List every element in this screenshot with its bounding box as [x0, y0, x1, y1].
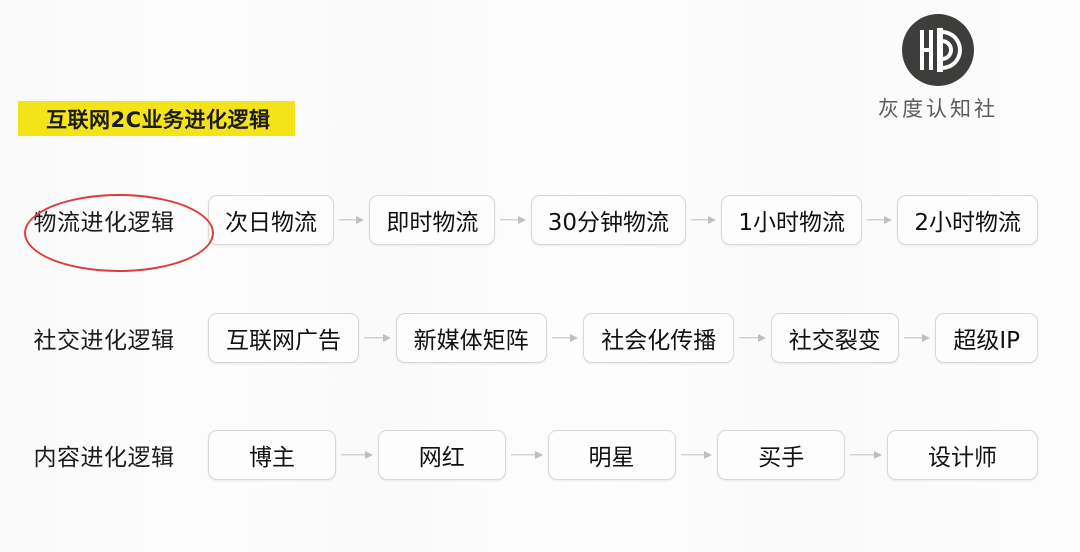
flow-node[interactable]: 次日物流 [208, 195, 334, 245]
arrow-right-icon [510, 450, 543, 460]
row-logistics: 物流进化逻辑 次日物流 即时物流 30分钟物流 1小时物流 2小时物流 [0, 190, 1080, 272]
flow-node[interactable]: 30分钟物流 [530, 195, 686, 245]
logo-mark-icon [902, 14, 974, 86]
page-title: 互联网2C业务进化逻辑 [46, 107, 271, 132]
row-content: 内容进化逻辑 博主 网红 明星 买手 设计师 [0, 425, 1080, 485]
arrow-right-icon [903, 333, 931, 343]
row-label-content: 内容进化逻辑 [0, 438, 208, 472]
row-label-logistics: 物流进化逻辑 [0, 194, 214, 272]
flow-node[interactable]: 社交裂变 [770, 313, 899, 363]
row-label-text: 内容进化逻辑 [33, 445, 175, 471]
flow-node[interactable]: 超级IP [935, 313, 1039, 363]
flow-node[interactable]: 明星 [547, 430, 676, 480]
arrow-right-icon [339, 215, 365, 225]
flow-node[interactable]: 博主 [208, 430, 336, 480]
arrow-right-icon [850, 450, 882, 460]
title-banner: 互联网2C业务进化逻辑 [18, 101, 295, 136]
arrow-right-icon [364, 333, 391, 343]
flow-node[interactable]: 互联网广告 [208, 313, 359, 363]
arrow-right-icon [500, 215, 526, 225]
arrow-right-icon [691, 215, 717, 225]
arrow-right-icon [867, 215, 893, 225]
flow-node[interactable]: 设计师 [887, 430, 1038, 480]
brand-logo: 灰度认知社 [858, 14, 1018, 123]
row-social: 社交进化逻辑 互联网广告 新媒体矩阵 社会化传播 社交裂变 超级IP [0, 308, 1080, 368]
flow-node[interactable]: 1小时物流 [721, 195, 862, 245]
flow-chain-content: 博主 网红 明星 买手 设计师 [208, 430, 1080, 480]
flow-node[interactable]: 2小时物流 [897, 195, 1038, 245]
row-label-social: 社交进化逻辑 [0, 321, 208, 355]
row-label-text: 物流进化逻辑 [33, 210, 175, 236]
flow-chain-social: 互联网广告 新媒体矩阵 社会化传播 社交裂变 超级IP [208, 313, 1080, 363]
flow-node[interactable]: 新媒体矩阵 [395, 313, 547, 363]
flow-node[interactable]: 网红 [377, 430, 506, 480]
row-label-text: 社交进化逻辑 [33, 328, 175, 354]
arrow-right-icon [341, 450, 373, 460]
flow-chain-logistics: 次日物流 即时物流 30分钟物流 1小时物流 2小时物流 [208, 195, 1080, 245]
arrow-right-icon [680, 450, 713, 460]
arrow-right-icon [739, 333, 766, 343]
flow-node[interactable]: 即时物流 [369, 195, 496, 245]
flow-node[interactable]: 买手 [717, 430, 846, 480]
arrow-right-icon [551, 333, 579, 343]
brand-name: 灰度认知社 [878, 97, 998, 121]
flow-node[interactable]: 社会化传播 [583, 313, 735, 363]
